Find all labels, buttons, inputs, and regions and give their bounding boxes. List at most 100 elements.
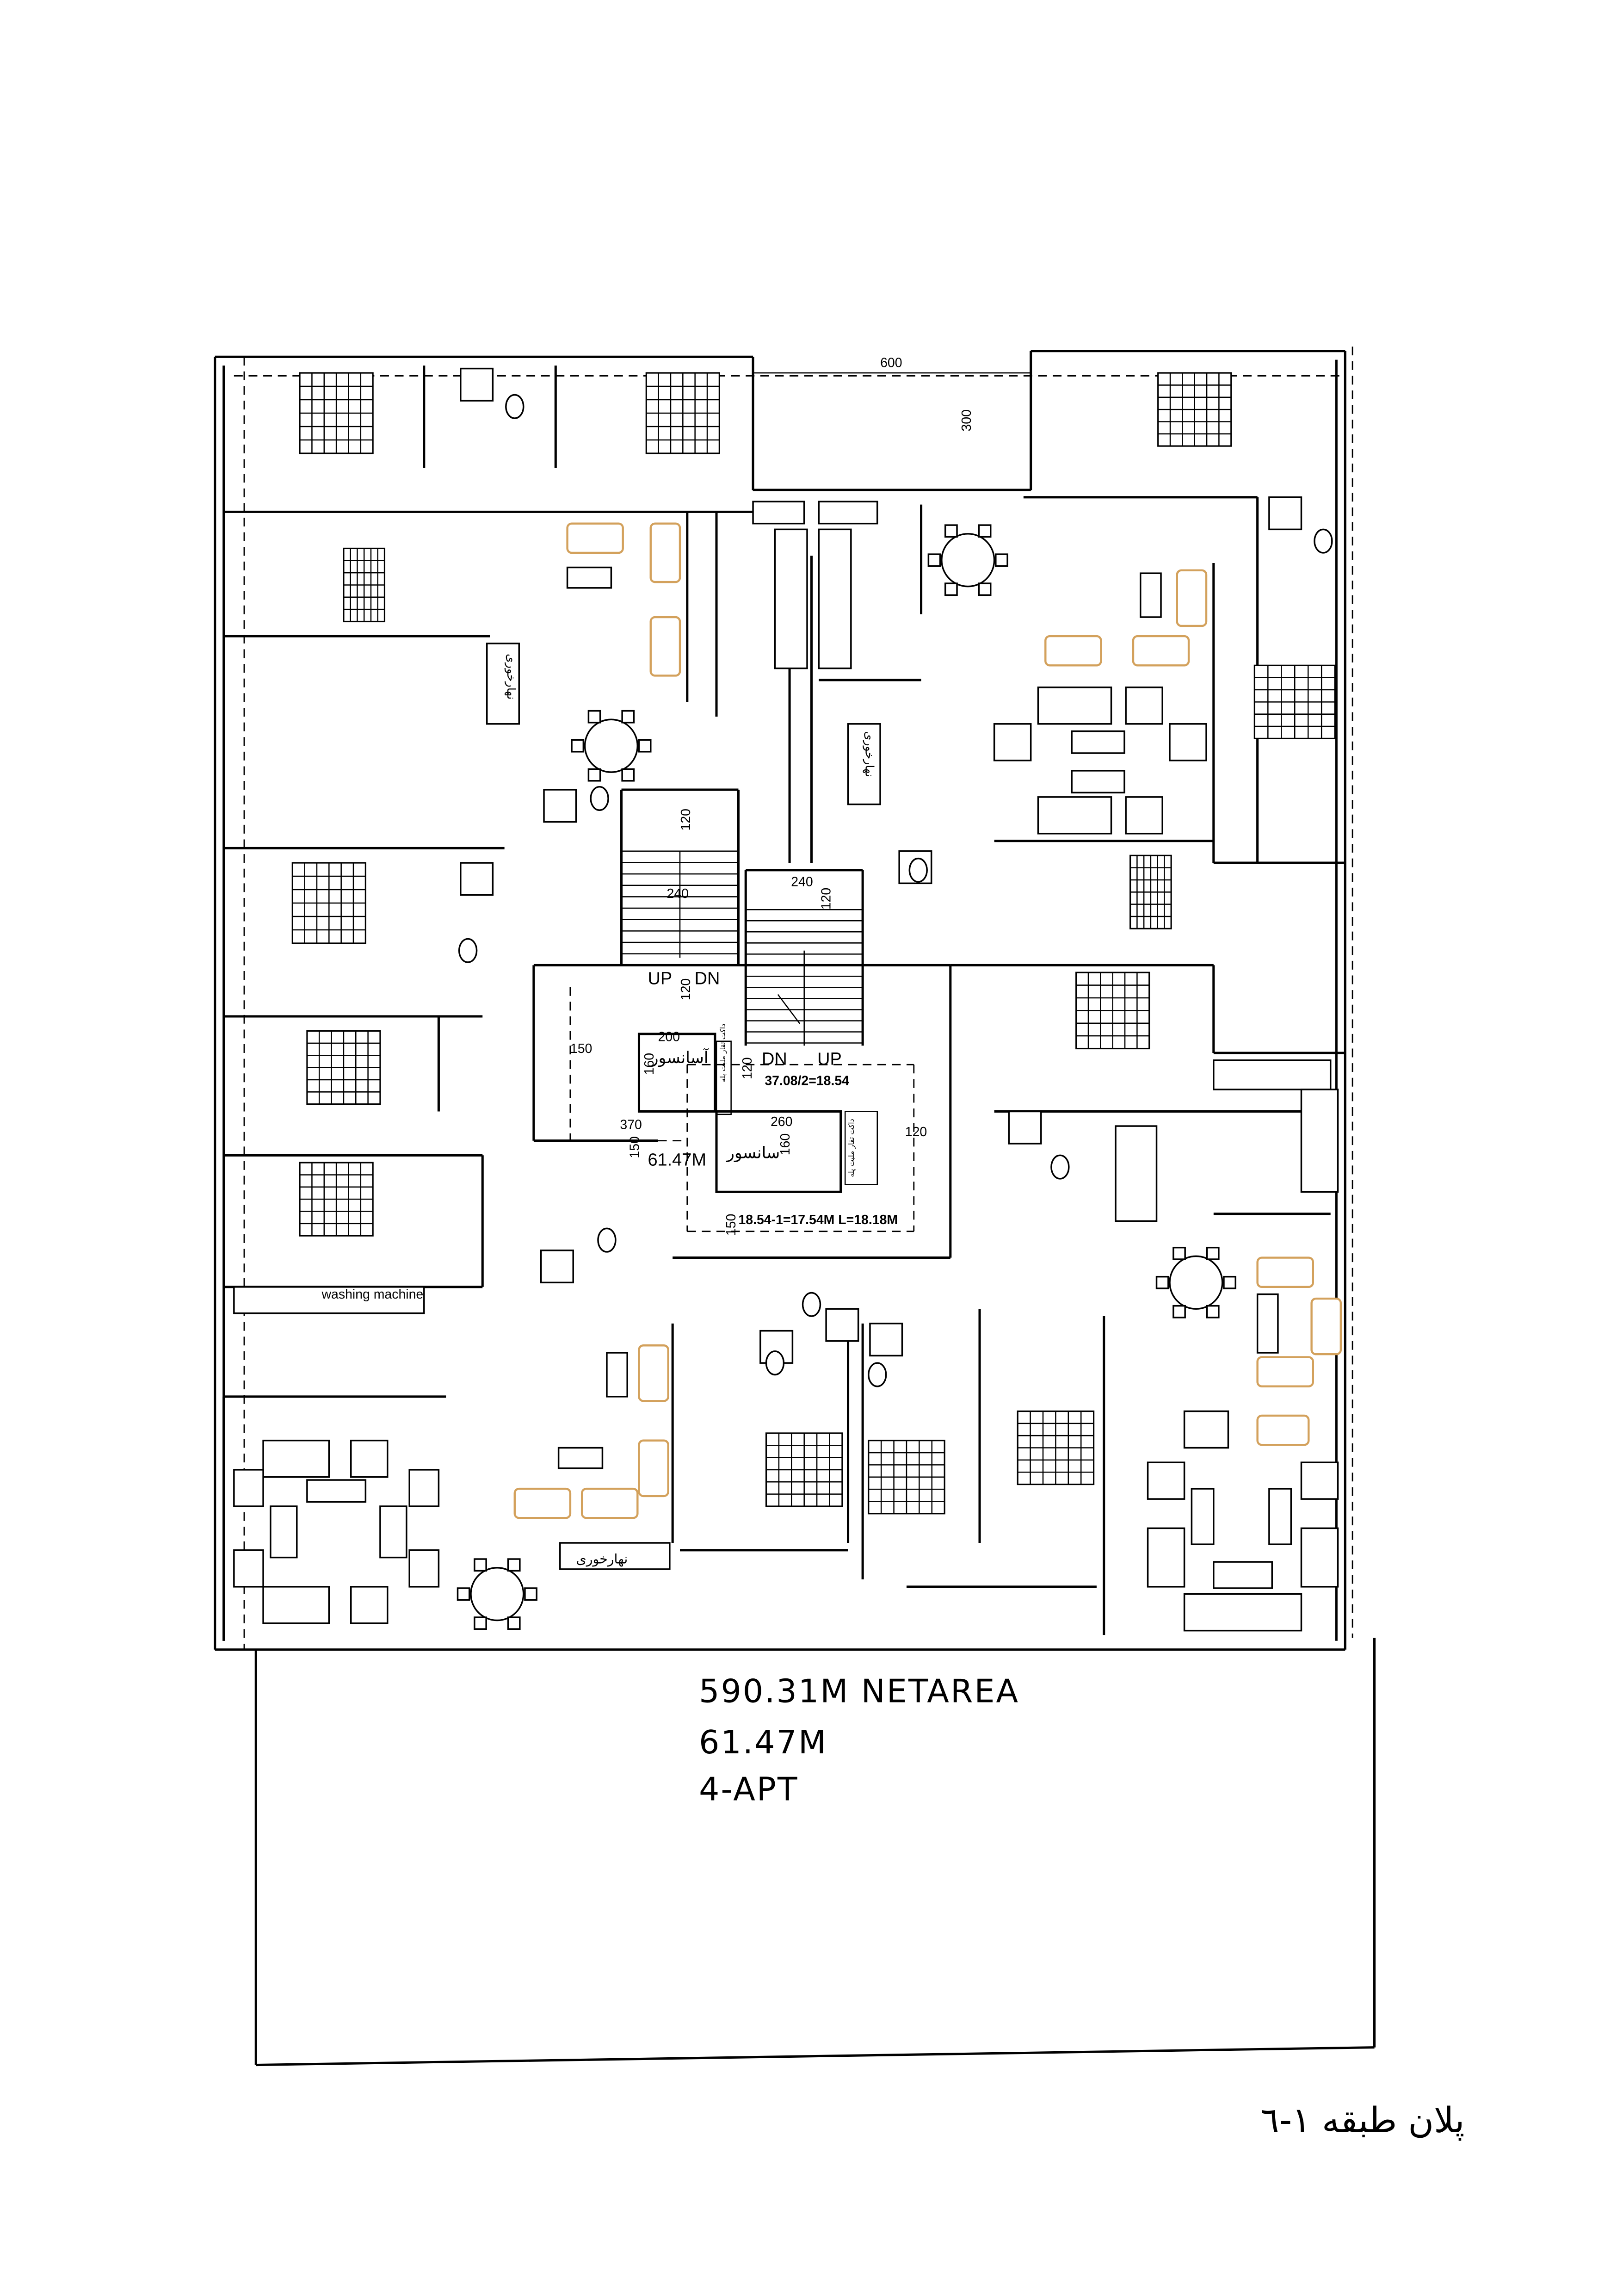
- lounge-furniture-icon: [408, 1549, 440, 1588]
- dim-bottom-150: 150: [724, 1214, 739, 1236]
- stair-dn-right: DN: [762, 1049, 787, 1069]
- chair-icon: [638, 739, 652, 753]
- chair-icon: [1173, 1246, 1186, 1260]
- lounge-furniture-icon: [557, 1447, 604, 1469]
- sofa-icon: [649, 522, 681, 583]
- void-area: [752, 372, 1031, 491]
- sofa-icon: [1044, 635, 1102, 667]
- sofa-icon: [513, 1487, 572, 1519]
- chair-icon: [944, 582, 958, 596]
- sofas: [513, 522, 1342, 1519]
- chair-icon: [524, 1587, 537, 1601]
- lounge-furniture-icon: [1147, 1527, 1185, 1588]
- lounge-furniture-icon: [1037, 796, 1112, 835]
- net-area-label: 590.31M NETAREA: [699, 1673, 1019, 1710]
- sofa-icon: [638, 1344, 669, 1402]
- stair-arrow: [777, 994, 801, 1024]
- toilet-icon: [765, 1350, 785, 1376]
- wall: [256, 2046, 1375, 2067]
- shower-icon: [543, 789, 577, 823]
- lounge-furniture-icon: [1191, 1488, 1215, 1545]
- lounge-furniture-icon: [350, 1586, 389, 1624]
- shower-icon: [1268, 496, 1302, 531]
- toilet-icon: [868, 1362, 887, 1387]
- lounge-furniture-icon: [1300, 1527, 1339, 1588]
- chair-icon: [978, 524, 992, 538]
- lounge-furniture-icon: [1147, 1461, 1185, 1500]
- toilet-icon: [458, 938, 478, 963]
- toilet-icon: [1050, 1154, 1070, 1180]
- sofa-icon: [566, 522, 624, 554]
- dining-label-3: نهارخوری: [576, 1551, 628, 1566]
- toilet-icon: [1314, 528, 1333, 554]
- round-table-icon: [470, 1567, 525, 1621]
- core-area-label: 61.47M: [648, 1150, 706, 1170]
- dim-stair-l-120a: 120: [679, 809, 693, 830]
- lounge-furniture-icon: [566, 566, 612, 589]
- lounge-furniture-icon: [1037, 687, 1112, 725]
- chair-icon: [621, 710, 635, 724]
- round-table-icon: [1169, 1255, 1223, 1310]
- chair-icon: [1206, 1246, 1220, 1260]
- chair-icon: [587, 710, 601, 724]
- chair-icon: [927, 553, 941, 567]
- stair-calc: 37.08/2=18.54: [765, 1074, 849, 1089]
- kitchen-counter: [1300, 1089, 1339, 1193]
- duct-1-label: داکت تقار ملبت پله: [718, 1024, 728, 1082]
- lounge-furniture-icon: [306, 1479, 367, 1503]
- lounge-furniture-icon: [379, 1505, 407, 1559]
- lounge-furniture-icon: [1183, 1410, 1229, 1449]
- lounge-furniture-icon: [606, 1352, 628, 1398]
- lounge-furniture-icon: [1169, 723, 1207, 761]
- lounge-furniture-icon: [1256, 1293, 1279, 1354]
- round-table-icon: [584, 718, 639, 773]
- kitchen-counter: [1213, 1059, 1332, 1090]
- dining-table-icon: [1115, 1125, 1158, 1222]
- shower-icon: [460, 367, 494, 402]
- chair-icon: [621, 768, 635, 782]
- dining-label-1: نهارخوری: [504, 654, 518, 699]
- walls: [214, 347, 1376, 2067]
- apartment-count-label: 4-APT: [699, 1770, 799, 1808]
- dim-stair-l-240: 240: [667, 886, 689, 901]
- unit-area-label: 61.47M: [699, 1724, 827, 1761]
- chair-icon: [587, 768, 601, 782]
- lounge-furniture-icon: [1071, 770, 1125, 794]
- dim-top-width: 600: [880, 355, 902, 370]
- shower-icon: [825, 1308, 859, 1342]
- dim-lobby-370: 370: [620, 1117, 642, 1132]
- dim-elev2-160: 160: [778, 1133, 793, 1155]
- lounge-furniture-icon: [1213, 1561, 1273, 1589]
- chair-icon: [474, 1616, 487, 1630]
- chair-icon: [457, 1587, 470, 1601]
- lounge-furniture-icon: [233, 1549, 264, 1588]
- chair-icon: [507, 1616, 521, 1630]
- kitchen-counter: [233, 1286, 425, 1314]
- elevator-1-label: آسانسور: [650, 1048, 709, 1067]
- lounge-furniture-icon: [262, 1439, 330, 1478]
- toilet-icon: [590, 786, 609, 811]
- shower-icon: [869, 1323, 903, 1357]
- shower-icon: [1008, 1110, 1042, 1145]
- chair-icon: [1223, 1275, 1236, 1289]
- shower-icon: [540, 1250, 574, 1284]
- sofa-icon: [1176, 569, 1208, 627]
- dim-elev-160: 160: [642, 1053, 657, 1075]
- dim-lobby-150: 150: [570, 1041, 592, 1056]
- chair-icon: [571, 739, 585, 753]
- stair-dn-left: DN: [695, 969, 720, 988]
- duct-2-label: داکت تقار ملبت پله: [847, 1119, 856, 1177]
- dining-label-2: نهارخوری: [862, 731, 876, 777]
- duct-1-icon: [716, 1040, 732, 1115]
- toilet-icon: [505, 394, 525, 419]
- lounge-furniture-icon: [1183, 1593, 1302, 1632]
- lounge-furniture-icon: [993, 723, 1032, 761]
- round-table-icon: [941, 533, 995, 588]
- stairs: [621, 850, 878, 1193]
- elevator-2-icon: [715, 1110, 842, 1193]
- sofa-icon: [1132, 635, 1190, 667]
- stair-up-right: UP: [817, 1049, 842, 1069]
- dim-stair-l-120b: 120: [679, 978, 693, 1000]
- chair-icon: [978, 582, 992, 596]
